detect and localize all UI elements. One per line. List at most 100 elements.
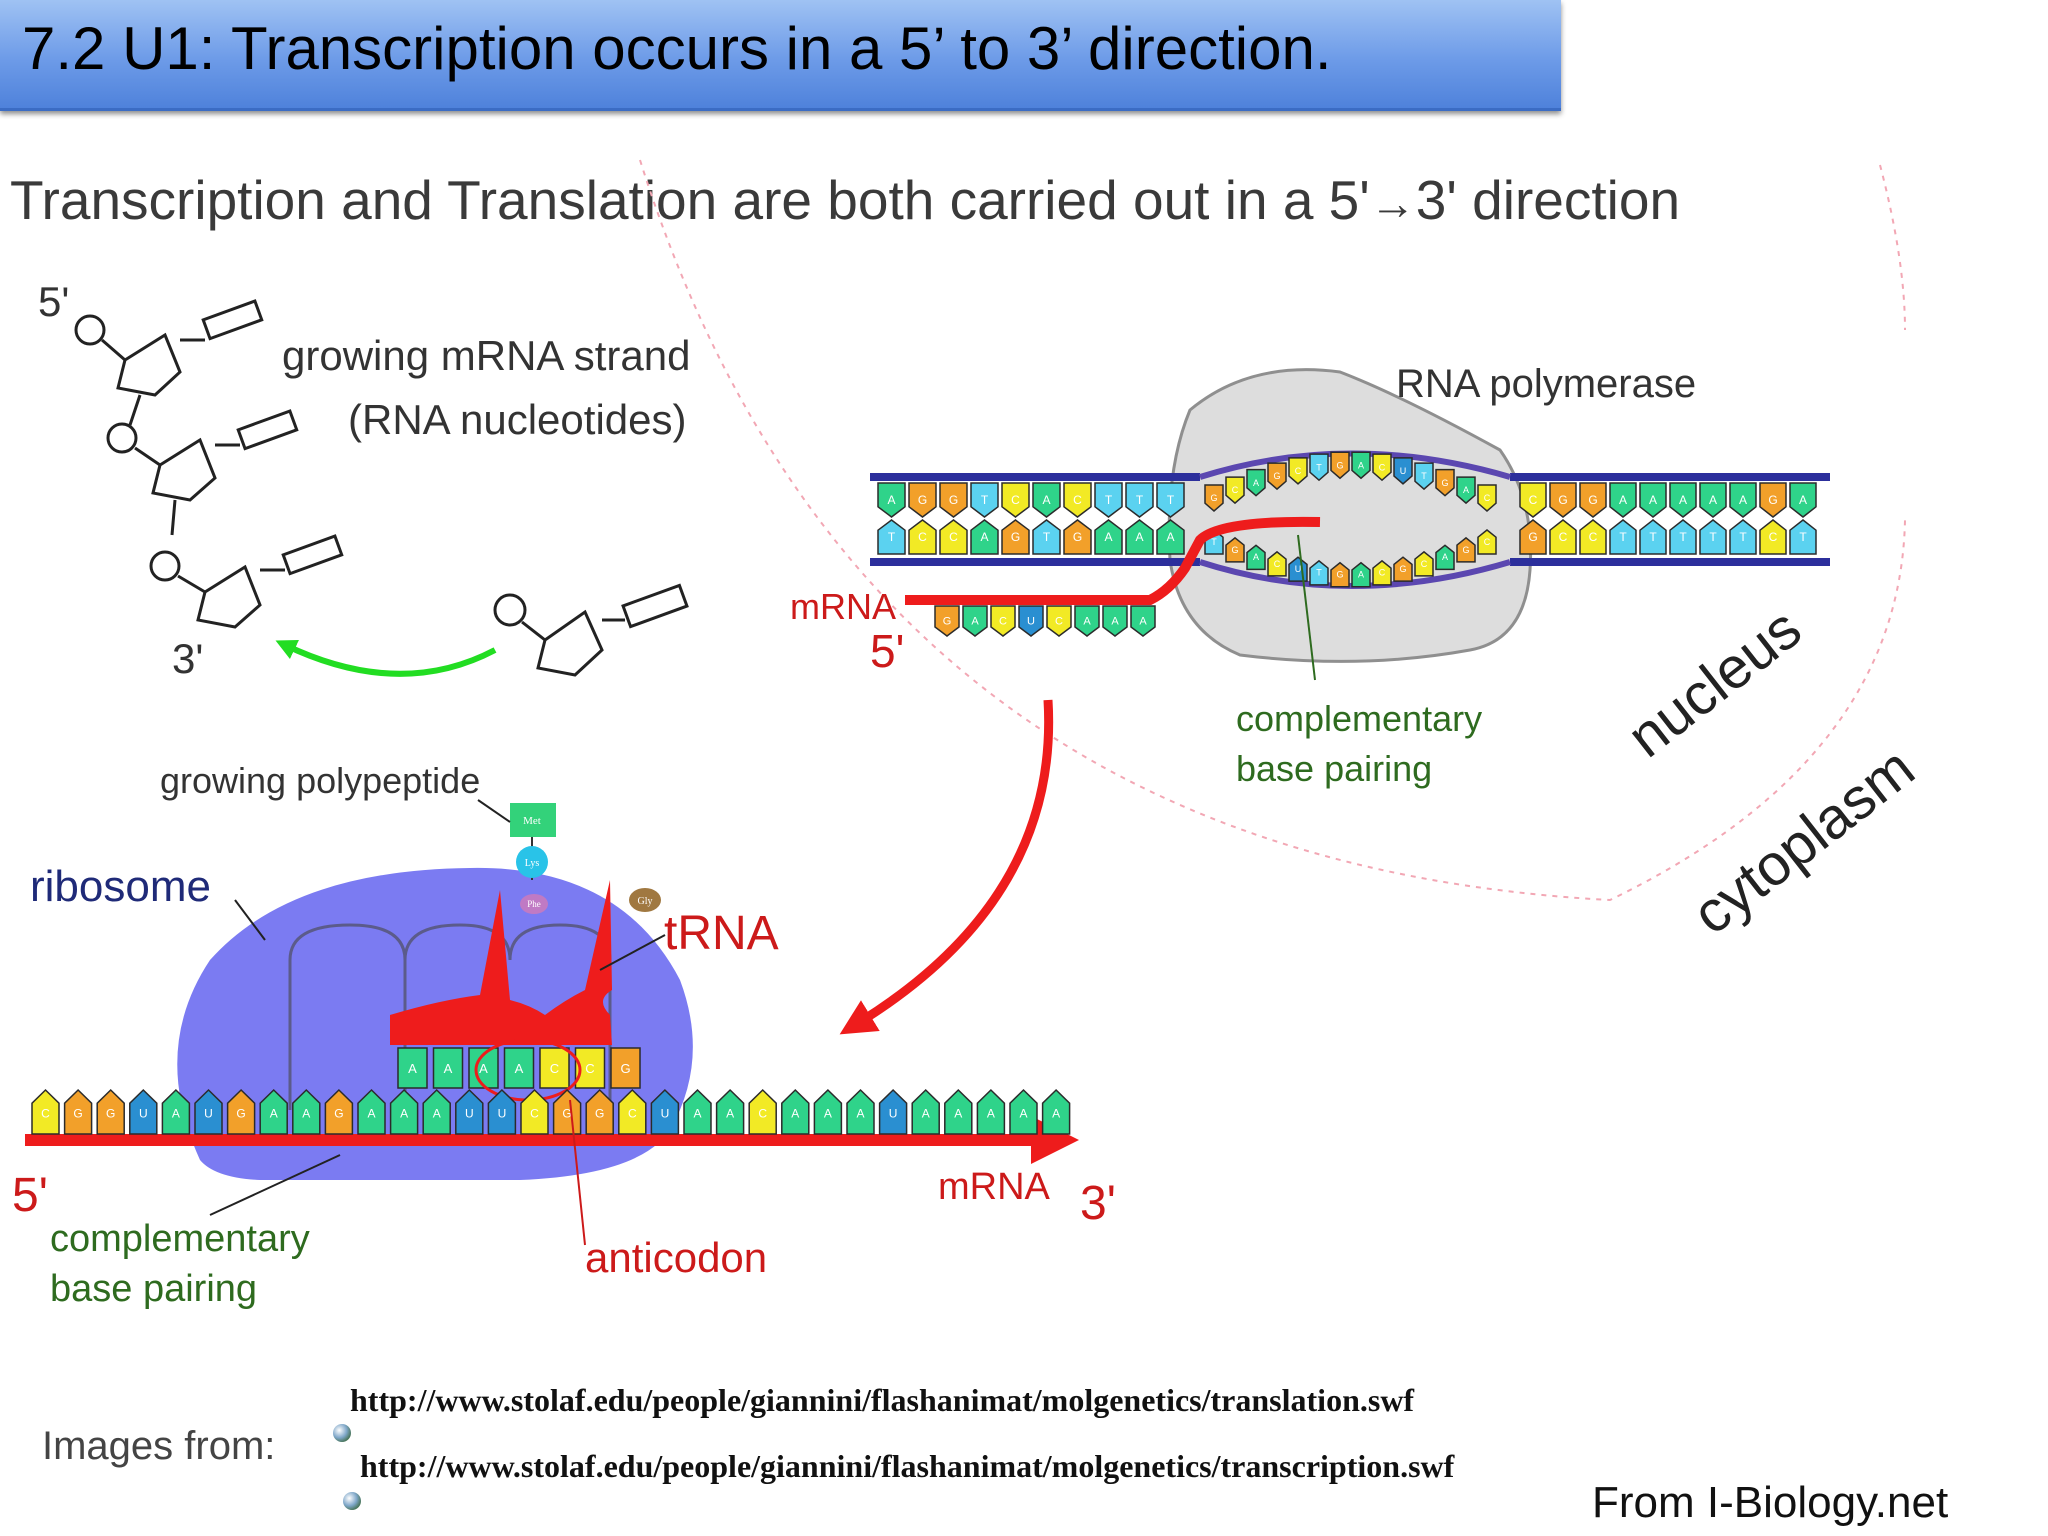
- bubble-base-top: A: [1246, 468, 1266, 497]
- dna-base-top-right: A: [1729, 482, 1757, 518]
- bubble-base-bottom: C: [1477, 529, 1497, 555]
- trna-pointer: [599, 934, 666, 971]
- anticodon-base: G: [610, 1047, 641, 1089]
- bubble-base-top: G: [1330, 451, 1350, 480]
- dna-base-bottom-right: T: [1639, 519, 1667, 555]
- svg-text:G: G: [1210, 493, 1217, 503]
- amino-acid-phe-label: Phe: [527, 899, 541, 909]
- dna-base-top: T: [1094, 482, 1123, 518]
- dna-backbone-bottom: [870, 558, 1200, 566]
- dna-base-top-right: G: [1759, 482, 1787, 518]
- svg-text:C: C: [918, 530, 927, 544]
- polymerase-pointer: [1297, 534, 1316, 681]
- bubble-base-top: C: [1372, 453, 1392, 482]
- bubble-base-top: C: [1225, 476, 1245, 505]
- svg-text:A: A: [1463, 485, 1469, 495]
- svg-text:A: A: [726, 1106, 734, 1120]
- polypeptide-pointer: [477, 799, 511, 823]
- svg-text:A: A: [1679, 493, 1687, 507]
- bubble-base-top: C: [1477, 484, 1497, 512]
- dna-base-top: T: [1156, 482, 1185, 518]
- dna-base-bottom: T: [1032, 519, 1061, 555]
- svg-text:A: A: [980, 530, 988, 544]
- svg-text:C: C: [1232, 485, 1239, 495]
- transcription-pairing-label-1: complementary: [1236, 698, 1483, 739]
- svg-text:G: G: [620, 1061, 630, 1076]
- translation-mrna-base: G: [226, 1088, 256, 1135]
- svg-text:C: C: [758, 1106, 767, 1120]
- svg-text:U: U: [1295, 564, 1302, 574]
- svg-text:G: G: [1441, 478, 1448, 488]
- svg-text:A: A: [791, 1106, 799, 1120]
- svg-text:C: C: [999, 616, 1007, 628]
- rna-polymerase-label: RNA polymerase: [1396, 362, 1697, 406]
- dna-base-bottom: T: [877, 519, 906, 555]
- svg-text:A: A: [1358, 570, 1364, 580]
- svg-text:C: C: [1421, 559, 1428, 569]
- bubble-base-bottom: C: [1414, 550, 1434, 577]
- transcription-pairing-label-2: base pairing: [1236, 748, 1433, 789]
- translation-mrna-base: U: [650, 1088, 680, 1135]
- svg-text:C: C: [1011, 493, 1020, 507]
- dna-base-bottom: A: [970, 519, 999, 555]
- svg-text:C: C: [1295, 466, 1302, 476]
- svg-text:A: A: [987, 1106, 995, 1120]
- translation-mrna-base: A: [976, 1088, 1006, 1135]
- translation-source-link[interactable]: http://www.stolaf.edu/people/giannini/fl…: [350, 1382, 1415, 1418]
- translation-mrna-base: A: [944, 1088, 973, 1135]
- dna-base-bottom-right: C: [1579, 519, 1607, 555]
- translation-3prime-label: 3': [1080, 1177, 1116, 1230]
- svg-text:C: C: [949, 530, 958, 544]
- translation-mrna-base: A: [161, 1088, 191, 1135]
- svg-text:T: T: [888, 530, 896, 544]
- dna-base-top-right: A: [1639, 482, 1667, 518]
- svg-text:A: A: [1253, 552, 1259, 562]
- svg-text:T: T: [1211, 537, 1217, 547]
- incoming-nucleotide-arrow: [275, 640, 497, 677]
- svg-text:C: C: [1073, 493, 1082, 507]
- svg-text:G: G: [1336, 460, 1343, 470]
- dna-base-bottom: C: [908, 519, 937, 555]
- dna-base-top: T: [970, 482, 999, 518]
- svg-text:C: C: [41, 1106, 50, 1120]
- title-bar: 7.2 U1: Transcription occurs in a 5’ to …: [0, 0, 1561, 111]
- dna-backbone-top: [870, 473, 1200, 481]
- bubble-base-top: G: [1435, 468, 1455, 497]
- dna-base-top: C: [1001, 482, 1030, 518]
- transcription-mrna-base: G: [934, 605, 960, 637]
- bubble-base-top: T: [1309, 453, 1329, 482]
- svg-text:G: G: [562, 1106, 571, 1120]
- bubble-base-bottom: G: [1330, 561, 1350, 588]
- anticodon-label: anticodon: [585, 1234, 768, 1281]
- dna-base-bottom-right: T: [1669, 519, 1697, 555]
- svg-text:G: G: [1399, 564, 1406, 574]
- svg-text:C: C: [585, 1061, 594, 1076]
- transcription-mrna-base: C: [990, 605, 1016, 637]
- svg-text:T: T: [1167, 493, 1175, 507]
- anticodon-base: A: [432, 1047, 464, 1089]
- translation-mrna-base: U: [129, 1088, 158, 1135]
- dna-base-top: G: [939, 482, 968, 518]
- svg-text:C: C: [1379, 568, 1386, 578]
- anticodon-base: A: [397, 1047, 428, 1089]
- svg-text:G: G: [1558, 493, 1567, 507]
- svg-text:A: A: [408, 1061, 417, 1076]
- svg-text:T: T: [1043, 530, 1051, 544]
- svg-text:G: G: [949, 493, 958, 507]
- translation-mrna-base: U: [878, 1088, 908, 1135]
- dna-base-top-right: A: [1669, 482, 1697, 518]
- svg-text:A: A: [1442, 552, 1448, 562]
- svg-text:T: T: [1679, 530, 1687, 544]
- svg-text:T: T: [1316, 568, 1322, 578]
- anticodon-pointer: [569, 1099, 586, 1246]
- svg-text:G: G: [918, 493, 927, 507]
- dna-base-top-right: A: [1699, 482, 1727, 518]
- translation-mrna-base: G: [324, 1088, 354, 1135]
- svg-text:G: G: [1336, 570, 1343, 580]
- svg-text:A: A: [270, 1106, 278, 1120]
- svg-text:A: A: [922, 1106, 930, 1120]
- transcription-source-link[interactable]: http://www.stolaf.edu/people/giannini/fl…: [360, 1448, 1455, 1484]
- svg-text:T: T: [1316, 462, 1322, 472]
